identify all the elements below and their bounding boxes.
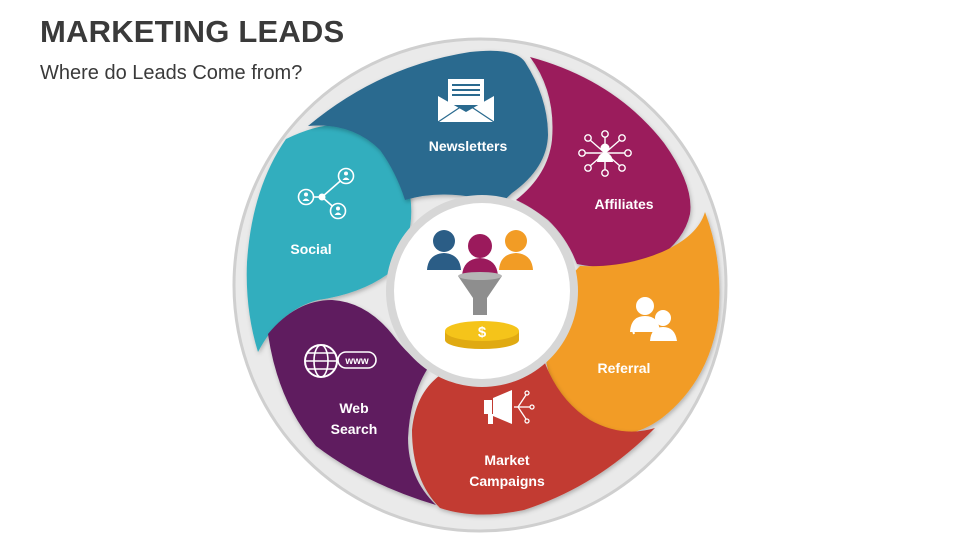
segment-newsletters (308, 50, 548, 214)
segment-social (246, 124, 412, 352)
megaphone-icon (484, 390, 535, 424)
segment-label-referral: Referral (598, 360, 651, 376)
network-person-icon (578, 130, 632, 177)
leads-funnel-icon: $ (427, 230, 533, 349)
segment-label-market-campaigns-line1: Market (484, 452, 529, 468)
www-label: www (344, 356, 369, 367)
segment-label-affiliates: Affiliates (594, 196, 653, 212)
envelope-newsletter-icon (437, 79, 495, 123)
coin-dollar-sign: $ (478, 324, 487, 341)
page-subtitle: Where do Leads Come from? (40, 62, 303, 84)
segment-referral (544, 212, 720, 435)
segment-affiliates (516, 57, 691, 268)
segment-label-newsletters: Newsletters (429, 138, 508, 154)
page-title: MARKETING LEADS (40, 14, 345, 49)
segment-market-campaigns (412, 358, 655, 515)
segment-label-social: Social (290, 241, 331, 257)
segment-web-search (268, 300, 436, 505)
referral-people-icon (630, 297, 677, 341)
share-network-icon (297, 167, 355, 220)
segment-label-market-campaigns-line2: Campaigns (469, 473, 545, 489)
globe-www-icon: www (304, 344, 377, 378)
segment-label-web-search-line1: Web (339, 400, 368, 416)
segment-label-web-search-line2: Search (331, 421, 378, 437)
